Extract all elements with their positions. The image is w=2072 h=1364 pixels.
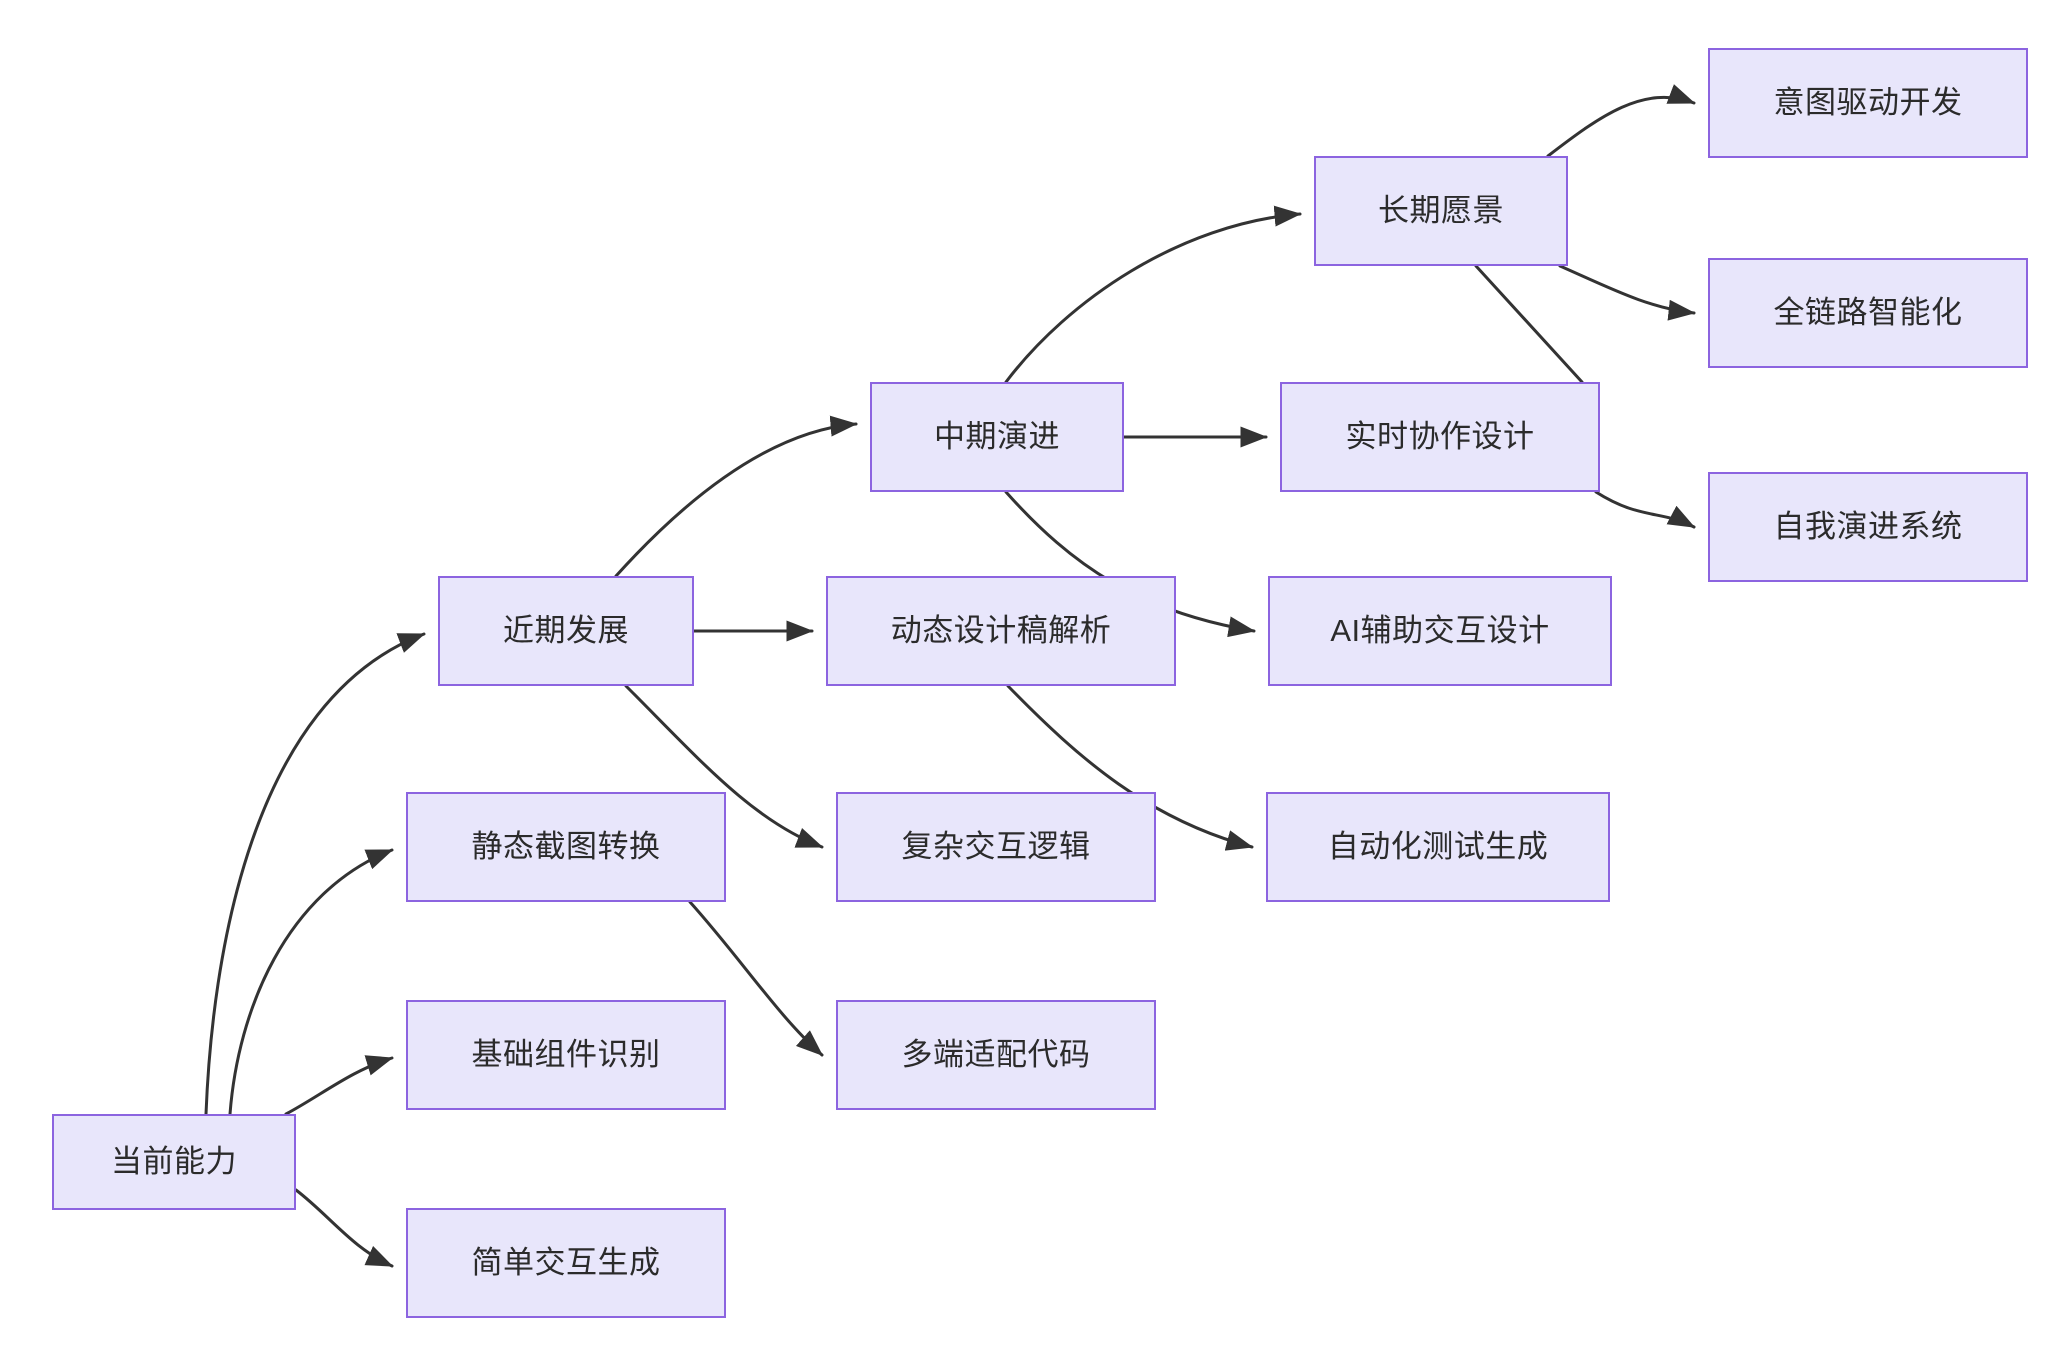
node-basic[interactable]: 基础组件识别 <box>406 1000 726 1110</box>
node-label: 多端适配代码 <box>901 1037 1091 1073</box>
node-simple[interactable]: 简单交互生成 <box>406 1208 726 1318</box>
node-label: 复杂交互逻辑 <box>901 829 1091 865</box>
node-complex[interactable]: 复杂交互逻辑 <box>836 792 1156 902</box>
node-label: 基础组件识别 <box>471 1037 661 1073</box>
node-label: 实时协作设计 <box>1345 419 1535 455</box>
node-dynamic[interactable]: 动态设计稿解析 <box>826 576 1176 686</box>
edge-current-to-basic <box>284 1055 394 1116</box>
node-label: 静态截图转换 <box>471 829 661 865</box>
edge-longterm-to-realtime <box>1474 264 1584 384</box>
node-label: 中期演进 <box>934 419 1060 455</box>
node-nearterm[interactable]: 近期发展 <box>438 576 694 686</box>
edge-current-to-static <box>228 848 394 1116</box>
edge-nearterm-to-midterm <box>614 415 858 578</box>
node-multiend[interactable]: 多端适配代码 <box>836 1000 1156 1110</box>
node-label: 长期愿景 <box>1378 193 1504 229</box>
node-selfevolve[interactable]: 自我演进系统 <box>1708 472 2028 582</box>
node-label: 近期发展 <box>503 613 629 649</box>
node-fullchain[interactable]: 全链路智能化 <box>1708 258 2028 368</box>
node-longterm[interactable]: 长期愿景 <box>1314 156 1568 266</box>
node-label: 全链路智能化 <box>1773 295 1963 331</box>
node-label: 自我演进系统 <box>1773 509 1963 545</box>
node-label: 当前能力 <box>111 1144 237 1180</box>
node-realtime[interactable]: 实时协作设计 <box>1280 382 1600 492</box>
node-current[interactable]: 当前能力 <box>52 1114 296 1210</box>
node-label: 动态设计稿解析 <box>890 613 1112 649</box>
edge-longterm-to-intent <box>1546 84 1696 158</box>
node-label: 意图驱动开发 <box>1773 85 1963 121</box>
node-intent[interactable]: 意图驱动开发 <box>1708 48 2028 158</box>
edge-midterm-to-longterm <box>1004 205 1302 384</box>
node-aidesign[interactable]: AI辅助交互设计 <box>1268 576 1612 686</box>
edge-current-to-nearterm <box>204 632 426 1116</box>
node-midterm[interactable]: 中期演进 <box>870 382 1124 492</box>
node-static[interactable]: 静态截图转换 <box>406 792 726 902</box>
node-label: AI辅助交互设计 <box>1330 613 1550 649</box>
edge-longterm-to-fullchain <box>1558 264 1696 321</box>
node-label: 自动化测试生成 <box>1327 829 1549 865</box>
node-label: 简单交互生成 <box>471 1245 661 1281</box>
node-autotest[interactable]: 自动化测试生成 <box>1266 792 1610 902</box>
edge-realtime-to-selfevolve <box>1594 490 1696 529</box>
edge-current-to-simple <box>294 1188 394 1268</box>
